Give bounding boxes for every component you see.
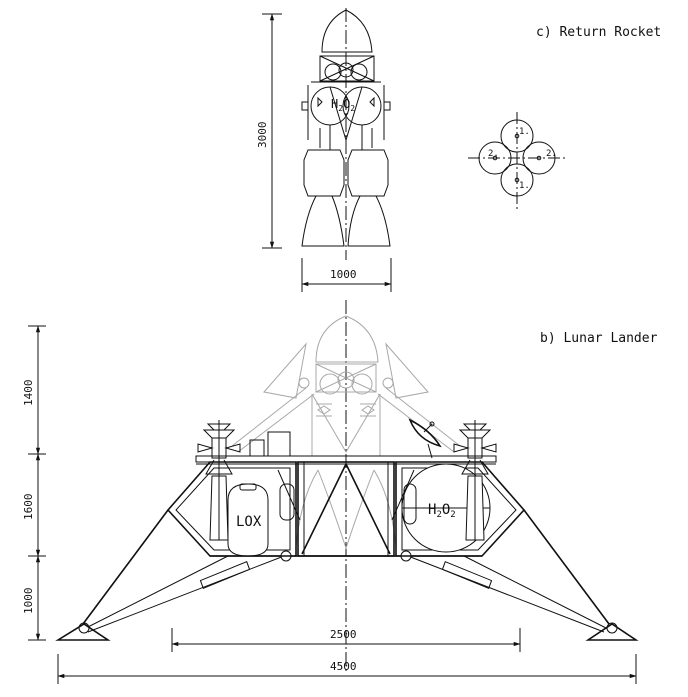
h2o2-tank-label: H2O2 [428, 502, 456, 520]
rocket-thruster-right-icon [383, 101, 391, 111]
rocket-engine-housing-left [303, 149, 345, 197]
ghost-rocket-on-lander [231, 315, 461, 550]
dim-2500: 2500 [171, 628, 521, 652]
deck-box-large [267, 431, 291, 457]
lander-frame-right [395, 461, 526, 557]
side-tank-right [403, 483, 417, 525]
deck-box-small [249, 439, 265, 457]
dim-4500: 4500 [57, 654, 637, 684]
rocket-nose-cone [321, 9, 373, 53]
foot-pad-right [585, 623, 639, 641]
dim-chain-vertical: 1400 1600 1000 [22, 325, 46, 641]
antenna-dish-icon [408, 418, 442, 459]
foot-pad-left [55, 623, 111, 641]
side-tank-left [279, 483, 295, 521]
rocket-tank-label: H2O2 [331, 97, 355, 113]
plan-label-top: 1. [519, 127, 530, 137]
dim-rocket-height: 3000 [256, 13, 282, 249]
lox-tank-label: LOX [236, 514, 262, 530]
rocket-upper-truss [319, 55, 375, 82]
return-rocket-title: c) Return Rocket [536, 25, 661, 40]
rocket-engine-housing-right [347, 149, 389, 197]
lox-tank: LOX [227, 483, 269, 557]
plan-tank-right [522, 141, 556, 175]
rocket-plan-view: 1. 1. 2. 2. [468, 112, 566, 212]
plan-tank-top [500, 119, 534, 153]
dim-1600-label: 1600 [22, 494, 35, 521]
landing-leg-right [400, 509, 639, 641]
thruster-cluster-left [197, 420, 241, 541]
dim-1400-label: 1400 [22, 380, 35, 407]
plan-tank-left [478, 141, 512, 175]
rocket-nozzle-right [347, 195, 391, 247]
plan-label-left: 2. [488, 149, 499, 159]
landing-leg-left [55, 509, 292, 641]
dim-rocket-height-label: 3000 [256, 122, 269, 149]
rocket-nozzle-left [301, 195, 345, 247]
dim-2500-label: 2500 [330, 628, 357, 641]
plan-label-right: 2. [546, 149, 557, 159]
dim-rocket-width: 1000 [301, 258, 392, 292]
dim-1000-label: 1000 [22, 588, 35, 615]
dim-rocket-width-label: 1000 [330, 268, 357, 281]
thruster-cluster-right [453, 420, 497, 541]
dim-4500-label: 4500 [330, 660, 357, 673]
lunar-lander-title: b) Lunar Lander [540, 331, 658, 346]
rocket-thruster-left-icon [301, 101, 309, 111]
plan-tank-bottom [500, 163, 534, 197]
plan-label-bottom: 1. [519, 181, 530, 191]
return-rocket-drawing: H2O2 [301, 8, 391, 260]
